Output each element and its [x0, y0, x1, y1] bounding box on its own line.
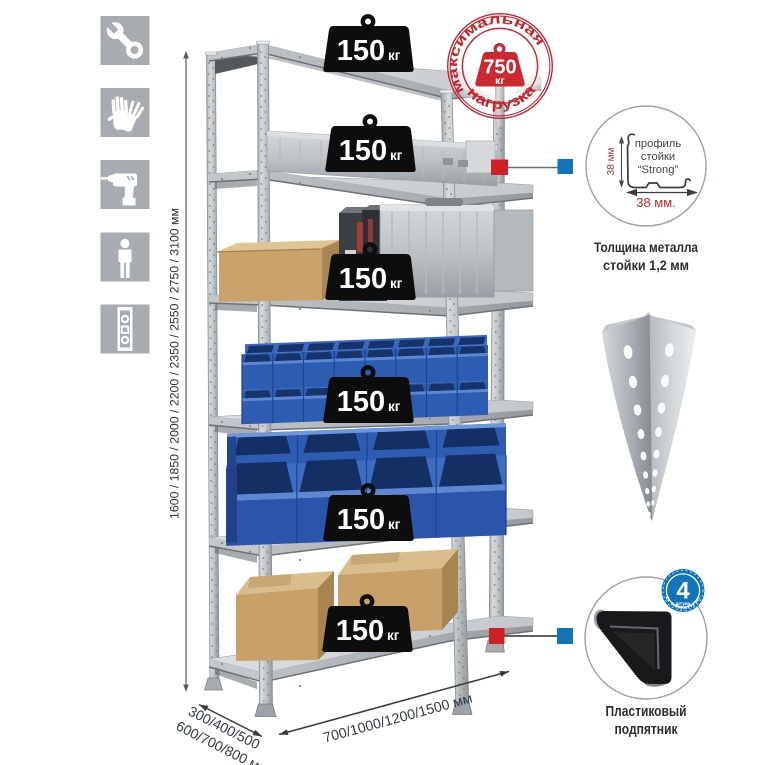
svg-text:150: 150 — [337, 504, 385, 536]
svg-text:подпятник: подпятник — [615, 721, 678, 738]
svg-text:Пластиковый: Пластиковый — [606, 703, 687, 720]
svg-text:кг: кг — [390, 276, 403, 291]
svg-text:38 мм: 38 мм — [606, 148, 617, 176]
svg-text:кг: кг — [388, 48, 401, 63]
svg-text:кг: кг — [387, 628, 400, 643]
svg-text:профиль: профиль — [635, 138, 681, 150]
svg-text:“Strong”: “Strong” — [638, 164, 679, 176]
svg-text:150: 150 — [337, 35, 385, 67]
svg-text:150: 150 — [339, 135, 387, 167]
svg-text:кг: кг — [388, 399, 401, 414]
svg-text:150: 150 — [336, 615, 384, 647]
svg-text:1600 / 1850 / 2000 / 2200 / 23: 1600 / 1850 / 2000 / 2200 / 2350 / 2550 … — [168, 208, 182, 519]
svg-text:штуки: штуки — [676, 602, 691, 607]
svg-text:стойки: стойки — [641, 151, 675, 163]
svg-text:4: 4 — [676, 578, 690, 605]
svg-text:кг: кг — [495, 75, 505, 87]
svg-text:кг: кг — [390, 148, 403, 163]
svg-text:38 мм.: 38 мм. — [636, 195, 676, 210]
svg-text:кг: кг — [388, 517, 401, 532]
svg-text:750: 750 — [483, 57, 516, 79]
svg-text:Толщина металла: Толщина металла — [594, 239, 698, 255]
svg-text:стойки 1,2 мм: стойки 1,2 мм — [603, 257, 689, 273]
svg-text:150: 150 — [339, 263, 387, 295]
svg-text:150: 150 — [337, 386, 385, 418]
